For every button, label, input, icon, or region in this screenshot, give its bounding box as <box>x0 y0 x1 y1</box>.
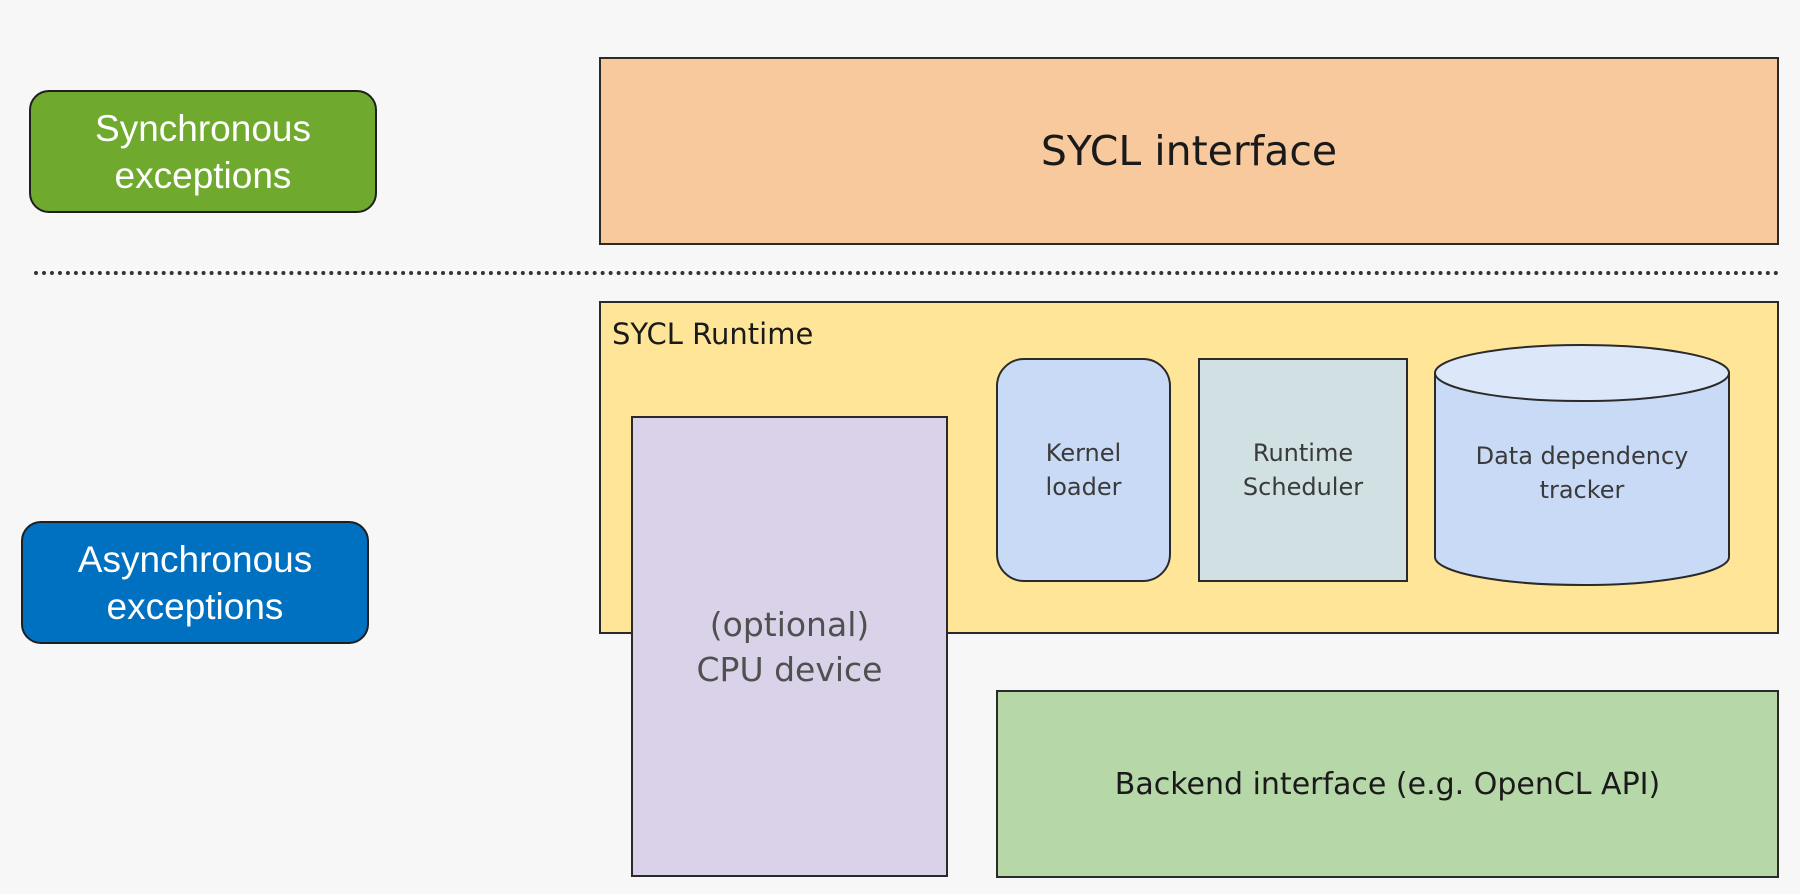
sycl-runtime-label: SYCL Runtime <box>612 317 814 351</box>
sync-async-divider <box>34 271 1780 275</box>
runtime-scheduler-line2: Scheduler <box>1242 473 1364 501</box>
kernel-loader-line1: Kernel <box>1045 439 1122 467</box>
runtime-scheduler-box: Runtime Scheduler <box>1198 358 1408 582</box>
database-cylinder-icon <box>1434 344 1730 586</box>
data-dependency-tracker-label: Data dependency tracker <box>1433 403 1731 543</box>
cpu-device-box: (optional) CPU device <box>631 416 948 877</box>
runtime-scheduler-line1: Runtime <box>1252 439 1354 467</box>
backend-interface-layer: Backend interface (e.g. OpenCL API) <box>996 690 1779 878</box>
kernel-loader-line2: loader <box>1045 473 1122 501</box>
synchronous-exceptions-badge: Synchronous exceptions <box>29 90 377 213</box>
asynchronous-exceptions-line2: exceptions <box>106 585 284 627</box>
cpu-device-line2: CPU device <box>696 649 883 689</box>
data-dependency-tracker-line2: tracker <box>1539 476 1625 504</box>
sycl-interface-layer: SYCL interface <box>599 57 1779 245</box>
data-dependency-tracker-cylinder: Data dependency tracker <box>1433 343 1731 587</box>
synchronous-exceptions-line2: exceptions <box>114 154 292 196</box>
sycl-interface-label: SYCL interface <box>1040 127 1338 175</box>
data-dependency-tracker-line1: Data dependency <box>1475 442 1689 470</box>
cpu-device-line1: (optional) <box>709 604 870 644</box>
asynchronous-exceptions-badge: Asynchronous exceptions <box>21 521 369 644</box>
kernel-loader-box: Kernel loader <box>996 358 1171 582</box>
asynchronous-exceptions-line1: Asynchronous <box>77 538 313 580</box>
synchronous-exceptions-line1: Synchronous <box>95 107 311 149</box>
backend-interface-label: Backend interface (e.g. OpenCL API) <box>1114 766 1661 802</box>
